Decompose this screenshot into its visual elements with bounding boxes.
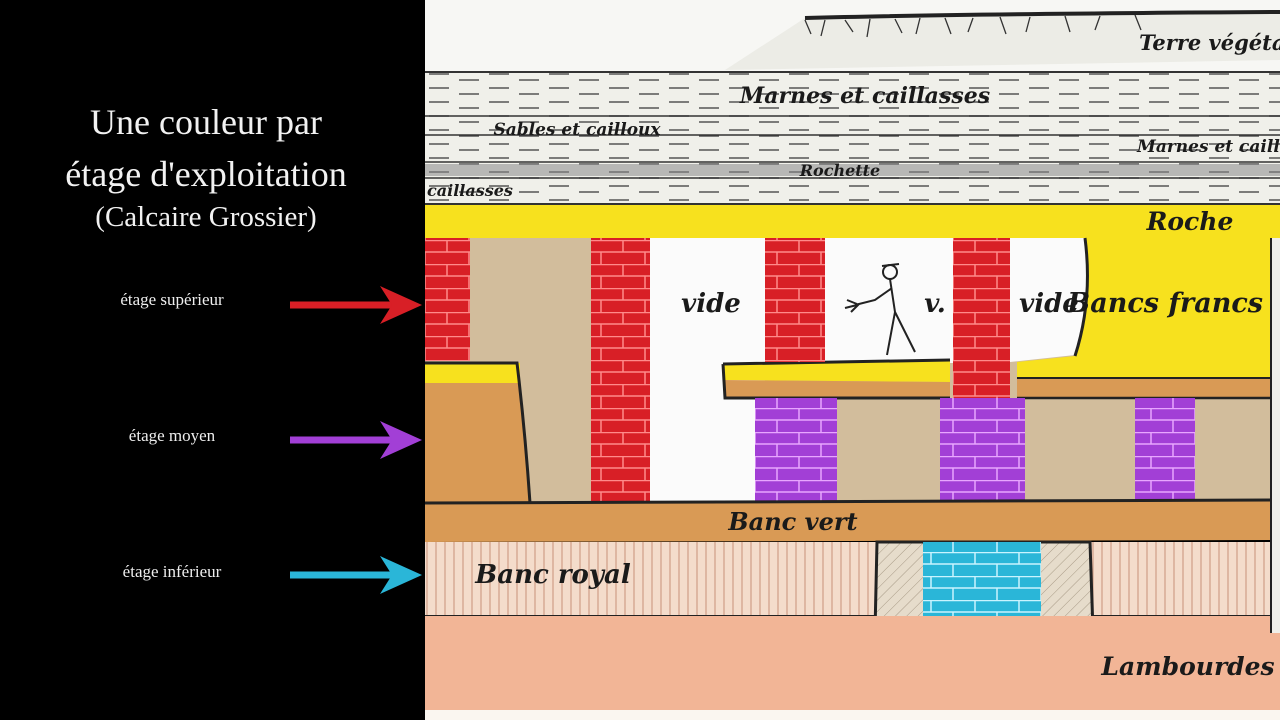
label-marnes-caill: Marnes et caill (1136, 137, 1280, 157)
arrow-inferieur-icon (290, 556, 422, 594)
quarry-cross-section: Terre végétale Marnes et caillasses Sabl… (425, 0, 1280, 720)
red-pillar-4 (953, 238, 1010, 398)
arrow-superieur-icon (290, 286, 422, 324)
banc-vert-layer (425, 500, 1280, 542)
worker-icon (844, 263, 916, 356)
strata-layers (425, 72, 1280, 204)
red-pillar-2 (591, 238, 650, 503)
stage-label-moyen: étage moyen (128, 426, 216, 445)
left-orange-block (425, 383, 530, 503)
label-marnes-caillasses: Marnes et caillasses (739, 83, 990, 109)
void-3 (1010, 238, 1088, 362)
label-vide-3: vide (1019, 289, 1079, 319)
violet-pillar-1 (755, 398, 837, 503)
title-line-3: (Calcaire Grossier) (95, 201, 317, 233)
label-terre-vegetale: Terre végétale (1139, 30, 1280, 55)
title-line-2: étage d'exploitation (65, 154, 347, 194)
label-vide-1: vide (681, 289, 741, 319)
red-pillar-3 (765, 238, 825, 362)
label-rochette: Rochette (799, 161, 880, 180)
label-banc-vert: Banc vert (727, 507, 857, 536)
label-sables-cailloux: Sables et cailloux (493, 120, 661, 140)
label-vide-2: v. (924, 289, 946, 319)
violet-pillar-3 (1135, 398, 1195, 503)
label-bancs-francs: Bancs francs (1066, 288, 1263, 319)
label-banc-royal: Banc royal (474, 560, 631, 590)
stage-label-superieur: étage supérieur (120, 290, 224, 309)
diagram-title: Une couleur par étage d'exploitation (Ca… (0, 96, 412, 234)
title-line-1: Une couleur par (90, 102, 322, 142)
arrow-moyen-icon (290, 421, 422, 459)
terre-vegetale-layer (725, 10, 1280, 70)
stage-label-inferieur: étage inférieur (122, 562, 222, 581)
banc-royal-layer (425, 542, 1280, 616)
violet-pillar-2 (940, 398, 1025, 503)
red-pillar-1 (425, 238, 470, 361)
label-caillasses: caillasses (427, 181, 513, 200)
lambourdes-layer (425, 616, 1280, 710)
roche-layer (425, 204, 1280, 238)
middle-ledge-yellow (723, 360, 950, 382)
legend-panel: Une couleur par étage d'exploitation (Ca… (0, 0, 425, 720)
label-lambourdes: Lambourdes (1100, 652, 1274, 681)
stage-arrows (290, 286, 422, 594)
label-roche: Roche (1146, 207, 1234, 236)
bancs-francs-block (1017, 238, 1280, 378)
